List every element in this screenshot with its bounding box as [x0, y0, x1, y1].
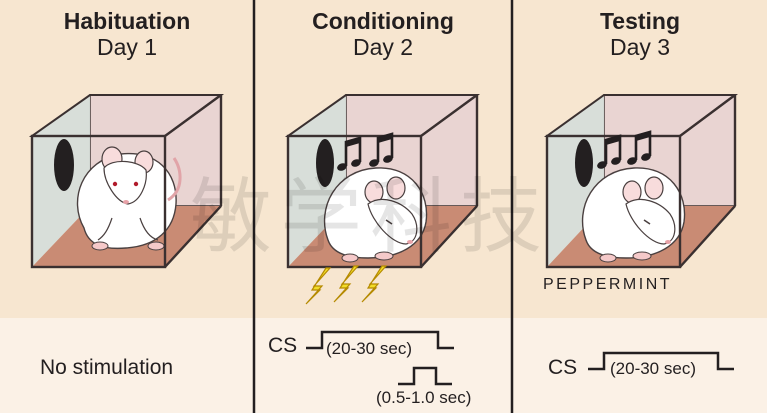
cs-label-conditioning: CS [268, 334, 298, 357]
speaker-icon [316, 139, 334, 187]
panel-title: Conditioning [312, 8, 454, 34]
conditioning-chamber [284, 94, 481, 305]
no-stimulation-label: No stimulation [40, 356, 174, 379]
speaker-icon [575, 139, 593, 187]
lower-band [0, 318, 767, 413]
panel-title: Testing [599, 8, 681, 34]
cs-waveform-testing [588, 351, 734, 371]
panel-day: Day 1 [96, 34, 158, 60]
speaker-icon [54, 139, 74, 191]
panel-conditioning-header: Conditioning Day 2 [258, 8, 508, 60]
panel-title: Habituation [63, 8, 191, 34]
habituation-chamber [28, 94, 225, 269]
panel-day: Day 2 [352, 34, 414, 60]
cs-duration-testing: (20-30 sec) [610, 359, 696, 378]
panel-habituation-header: Habituation Day 1 [4, 8, 250, 60]
odor-label: PEPPERMINT [543, 276, 673, 293]
watermark: 敏学科技 [190, 170, 551, 265]
panel-day: Day 3 [609, 34, 671, 60]
cs-label-testing: CS [548, 356, 578, 379]
panel-testing-header: Testing Day 3 [516, 8, 764, 60]
cs-duration-conditioning: (20-30 sec) [326, 339, 412, 358]
us-waveform-conditioning [398, 366, 452, 386]
mouse-tail [167, 157, 182, 202]
us-duration-conditioning: (0.5-1.0 sec) [376, 388, 472, 407]
testing-chamber [543, 94, 739, 269]
cs-waveform-conditioning [306, 330, 454, 350]
